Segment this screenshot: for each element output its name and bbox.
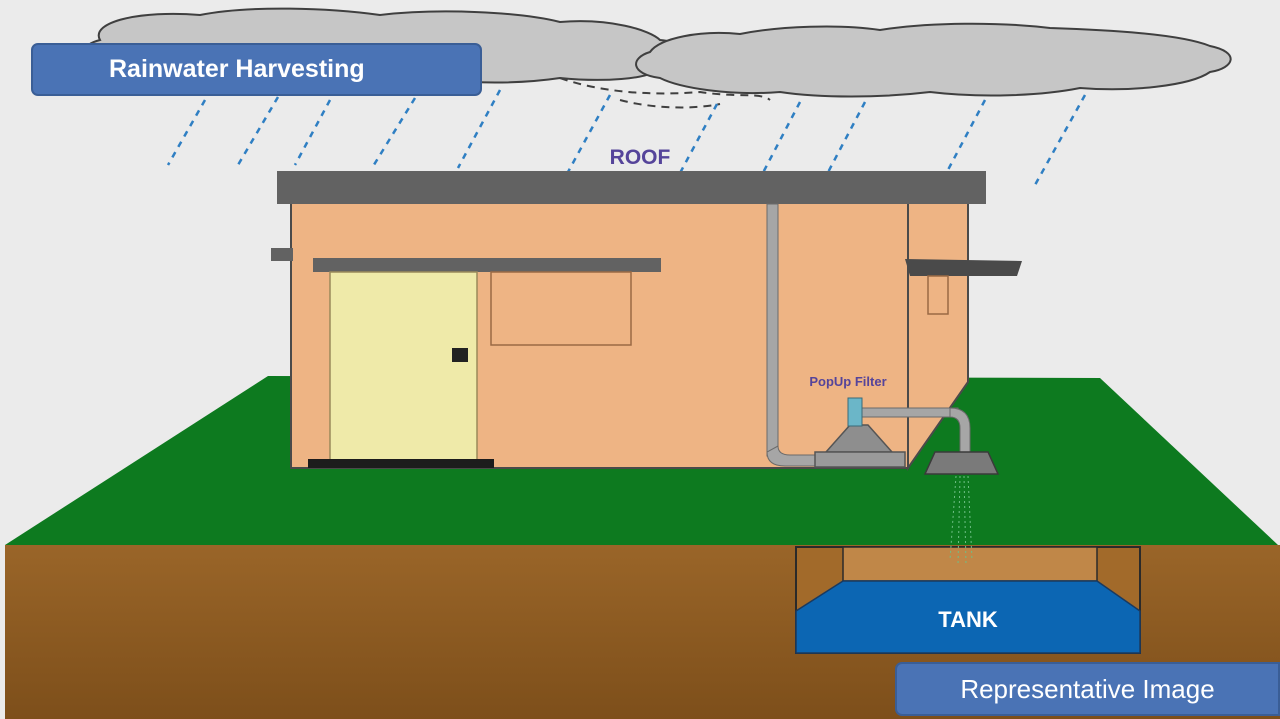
door	[329, 271, 478, 461]
rain-icon	[166, 89, 1087, 189]
title-badge: Rainwater Harvesting	[31, 43, 482, 96]
filter-icon	[814, 397, 1000, 475]
roof-slab	[277, 171, 986, 204]
filter-label: PopUp Filter	[809, 374, 886, 389]
representative-image-badge: Representative Image	[895, 662, 1280, 716]
window	[490, 271, 632, 346]
title-text: Rainwater Harvesting	[109, 55, 365, 83]
seepage-lines	[949, 475, 973, 566]
house-icon	[271, 171, 1022, 472]
note-text: Representative Image	[960, 673, 1215, 704]
tank-label: TANK	[938, 607, 998, 632]
tank-icon	[795, 580, 1141, 654]
roof-label: ROOF	[610, 146, 671, 169]
